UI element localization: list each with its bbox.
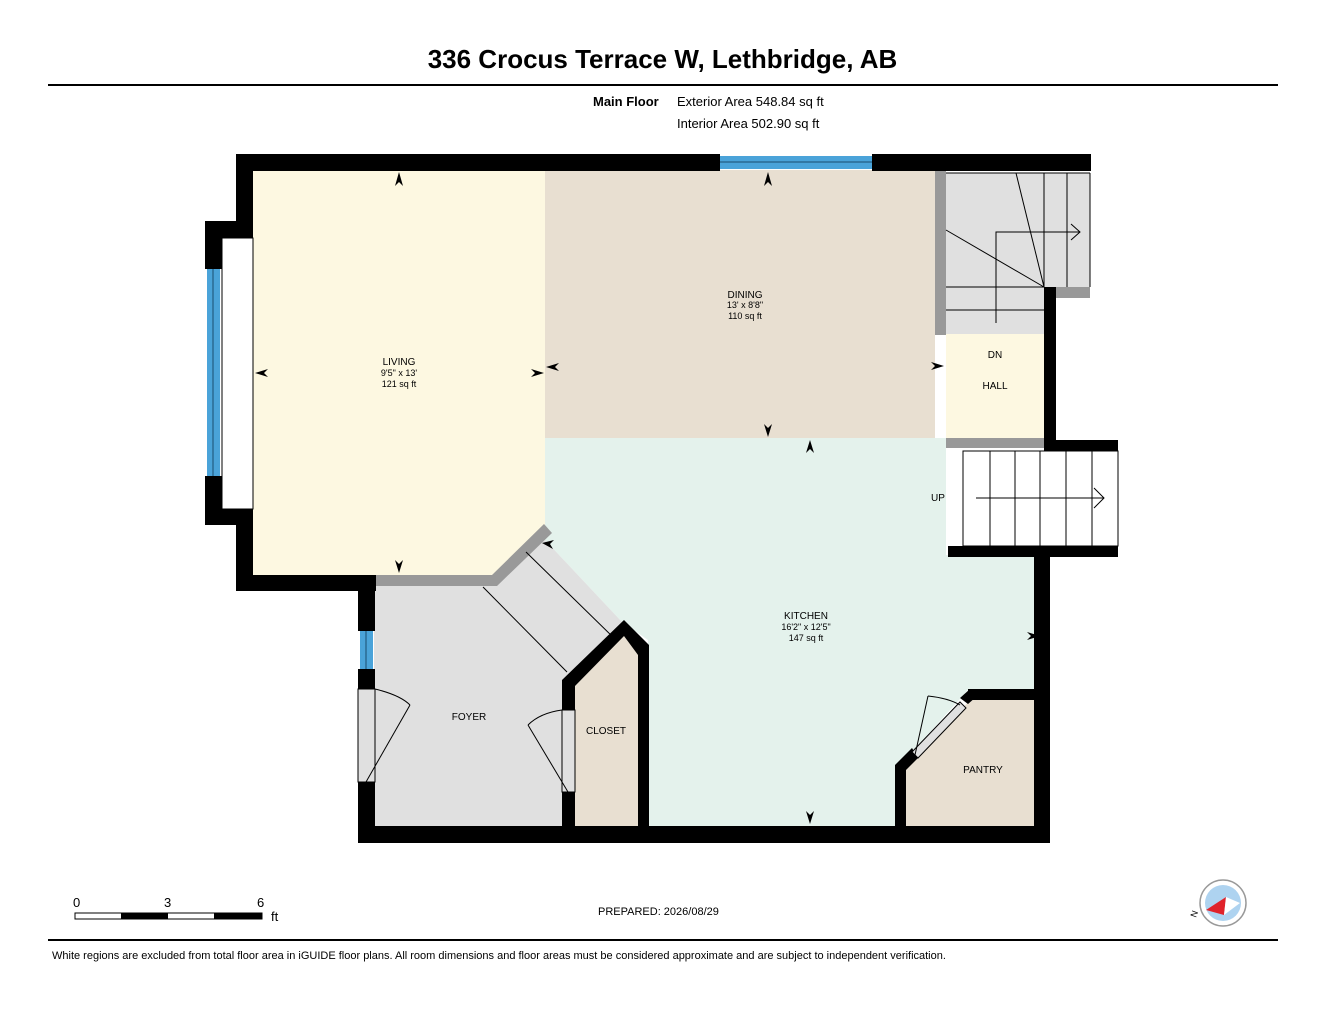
gray-wall: [1056, 287, 1090, 298]
kitchen-label: KITCHEN: [784, 611, 828, 622]
dining-dims: 13' x 8'8": [727, 300, 763, 310]
scale-tick-0: 0: [73, 895, 80, 910]
stairs-down: [945, 172, 1091, 323]
exterior-walls: [205, 154, 1118, 843]
measurement-markers: [255, 172, 1040, 824]
bay-window-excluded: [221, 237, 254, 510]
exterior-area: Exterior Area 548.84 sq ft: [677, 94, 824, 109]
scale-tick-6: 6: [257, 895, 264, 910]
foyer-label: FOYER: [452, 712, 486, 723]
compass-north-label: N: [1188, 909, 1200, 919]
closet-label: CLOSET: [586, 726, 626, 737]
hall-label: HALL: [982, 381, 1007, 392]
prepared-date: PREPARED: 2026/08/29: [598, 906, 719, 918]
floor-label: Main Floor: [593, 94, 659, 109]
scale-unit: ft: [271, 909, 279, 924]
front-door[interactable]: [357, 688, 411, 783]
living-label: LIVING: [383, 357, 416, 368]
gray-wall: [374, 524, 552, 586]
dining-area: 110 sq ft: [728, 311, 762, 321]
scale-bar: [74, 912, 263, 920]
page-title: 336 Crocus Terrace W, Lethbridge, AB: [427, 44, 898, 74]
stairs-up-label: UP: [931, 493, 945, 504]
kitchen-area: 147 sq ft: [789, 633, 824, 643]
stairs-down-label: DN: [988, 350, 1002, 361]
header-divider: [48, 84, 1278, 86]
compass-icon: N: [1188, 879, 1247, 927]
stair-down-area: [946, 173, 1044, 334]
foyer-diagonals: [482, 551, 617, 673]
gray-wall: [935, 170, 946, 335]
closet-door[interactable]: [527, 709, 576, 793]
hall-room: [946, 334, 1044, 438]
kitchen-dims: 16'2" x 12'5": [781, 622, 830, 632]
living-dims: 9'5" x 13': [381, 368, 417, 378]
footer-divider: [48, 939, 1278, 941]
interior-area: Interior Area 502.90 sq ft: [677, 116, 820, 131]
foyer-room: [374, 540, 622, 826]
gray-wall: [946, 438, 1044, 448]
living-room: [252, 170, 545, 577]
kitchen-room: [545, 438, 1040, 826]
pantry-label: PANTRY: [963, 765, 1003, 776]
closet-room: [575, 634, 638, 826]
dining-room: [545, 170, 935, 438]
stairs-up: [962, 450, 1119, 547]
living-area: 121 sq ft: [382, 379, 417, 389]
pantry-room: [906, 700, 1040, 826]
pantry-door[interactable]: [911, 695, 967, 759]
disclaimer: White regions are excluded from total fl…: [52, 950, 946, 962]
dining-label: DINING: [728, 290, 763, 301]
scale-tick-3: 3: [164, 895, 171, 910]
